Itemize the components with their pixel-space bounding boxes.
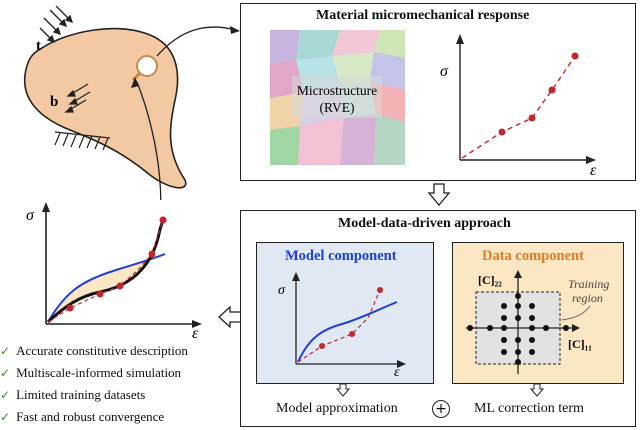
benefits-list: ✓Accurate constitutive description ✓Mult…: [0, 340, 188, 428]
traction-label: t: [36, 38, 41, 54]
data-plot-xlabel: [C]₁₁: [568, 337, 592, 351]
data-down-arrow-icon: [530, 384, 544, 397]
plus-icon: +: [432, 400, 450, 418]
micro-plot-xlabel: ε: [590, 162, 597, 175]
micro-plot-ylabel: σ: [440, 63, 449, 80]
model-plot-ylabel: σ: [278, 283, 286, 298]
micro-data-point: [498, 128, 506, 136]
list-item: ✓Multiscale-informed simulation: [0, 365, 182, 380]
micro-data-point: [571, 52, 579, 60]
micro-stress-strain-plot: σ ε: [440, 34, 597, 175]
list-item: ✓Fast and robust convergence: [0, 409, 165, 424]
body-force-label: b: [50, 94, 58, 110]
training-region-label-1: Training: [568, 277, 609, 291]
global-data-point: [96, 290, 104, 298]
global-plot-ylabel: σ: [26, 207, 35, 224]
data-component-title: Data component: [482, 248, 584, 264]
deformable-body: [23, 27, 187, 189]
micro-data-point: [528, 114, 536, 122]
model-data-curve: [297, 289, 381, 363]
data-grid-plot: [C]₂₂ [C]₁₁ Training region: [466, 270, 609, 374]
micro-data-point: [548, 86, 556, 94]
check-icon: ✓: [0, 366, 11, 380]
model-plot-xlabel: ε: [394, 365, 400, 380]
rve-label-line2: (RVE): [320, 100, 355, 115]
list-item: ✓Limited training datasets: [0, 387, 146, 402]
micro-panel-title: Material micromechanical response: [316, 8, 530, 23]
approach-panel-title: Model-data-driven approach: [338, 216, 511, 231]
fixed-support-icon: [54, 131, 111, 151]
model-component-box: [256, 242, 434, 384]
rve-label-line1: Microstructure: [297, 83, 377, 98]
data-plot-ylabel: [C]₂₂: [478, 273, 502, 287]
training-region-label-2: region: [572, 291, 603, 305]
rve-microstructure: Microstructure (RVE): [270, 30, 405, 165]
global-data-point: [66, 304, 74, 312]
body-force-arrows-icon: [64, 83, 91, 113]
model-approximation-caption: Model approximation: [276, 401, 398, 416]
global-corrected-curve: [46, 219, 165, 324]
traction-arrows-icon: [39, 5, 74, 44]
flow-arrow-down-icon: [427, 183, 451, 207]
body-illustration: t b: [23, 5, 240, 200]
global-data-point: [148, 250, 156, 258]
global-shaded-region: [48, 246, 160, 322]
check-icon: ✓: [0, 410, 11, 424]
global-data-point: [159, 216, 167, 224]
check-icon: ✓: [0, 388, 11, 402]
model-data-point: [377, 287, 383, 293]
data-grid-points: [467, 293, 569, 365]
global-stress-strain-plot: σ ε: [26, 202, 202, 338]
model-data-point: [319, 343, 325, 349]
model-data-point: [349, 331, 355, 337]
check-icon: ✓: [0, 344, 11, 358]
global-data-point: [116, 282, 124, 290]
magnifier-icon: [131, 55, 158, 82]
model-blue-curve: [297, 301, 398, 363]
link-arrow-to-micro: [156, 26, 237, 57]
ml-correction-caption: ML correction term: [474, 401, 584, 416]
model-plot: σ ε: [278, 272, 406, 380]
model-component-title: Model component: [285, 248, 397, 264]
micro-data-curve: [461, 55, 576, 159]
global-plot-xlabel: ε: [192, 325, 199, 338]
list-item: ✓Accurate constitutive description: [0, 343, 188, 358]
model-down-arrow-icon: [336, 384, 350, 397]
link-arrow-from-curve: [136, 81, 162, 200]
